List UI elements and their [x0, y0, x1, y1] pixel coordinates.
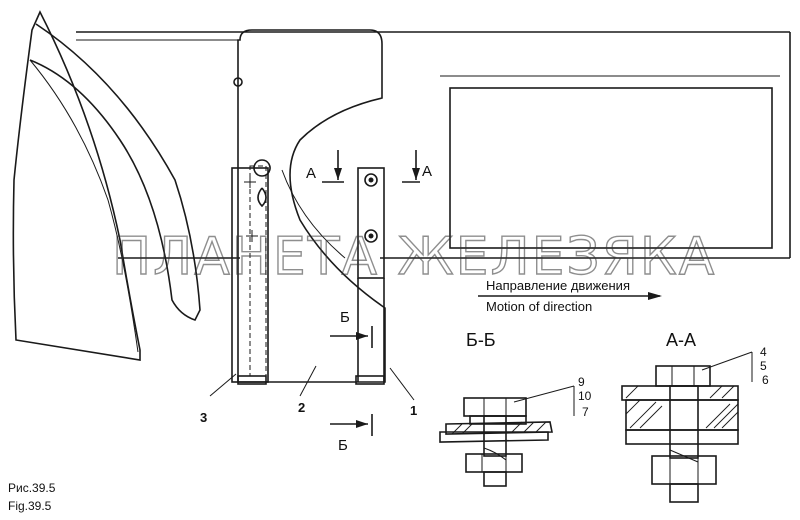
- bb-leader: [513, 385, 575, 403]
- bb-bolt-head: [463, 397, 527, 417]
- aa-nut: [651, 455, 717, 485]
- leader-3: [209, 373, 237, 397]
- foot-right: [355, 375, 385, 385]
- bolt-top: [364, 173, 378, 187]
- leader-2: [299, 365, 317, 397]
- bb-bolt-end: [483, 471, 507, 487]
- caption-ru: Рис.39.5: [8, 481, 56, 495]
- frame-window: [449, 87, 773, 249]
- callout-9: 9: [578, 375, 585, 389]
- direction-label-ru: Направление движения: [486, 278, 630, 293]
- watermark-text: ПЛАНЕТА ЖЕЛЕЗЯКА: [112, 227, 716, 287]
- section-b-top-head: [356, 332, 368, 340]
- callout-4: 4: [760, 345, 767, 359]
- aa-shank: [669, 385, 699, 459]
- section-b-bottom-label: Б: [338, 437, 348, 454]
- bolt-top-core: [368, 177, 374, 183]
- bracket-hole-left: [233, 77, 243, 87]
- section-a-right-head: [412, 168, 420, 180]
- caption-en: Fig.39.5: [8, 499, 52, 513]
- keyhole-slot: [253, 159, 271, 208]
- section-a-left-label: А: [306, 165, 316, 182]
- strip-right: [357, 167, 385, 279]
- bolt-mid-core: [368, 233, 374, 239]
- direction-label-en: Motion of direction: [486, 299, 592, 314]
- section-b-bottom-head: [356, 420, 368, 428]
- aa-bolt-head: [655, 365, 711, 387]
- bb-plate-upper: [445, 421, 553, 435]
- foot-left: [237, 375, 267, 385]
- fender-outline: [12, 10, 141, 361]
- section-a-left-head: [334, 168, 342, 180]
- fender-inner-curve: [29, 23, 201, 321]
- bb-thread-line: [483, 447, 507, 461]
- callout-3: 3: [200, 410, 207, 425]
- callout-7: 7: [582, 405, 589, 419]
- section-bb-title: Б-Б: [466, 330, 496, 350]
- fender-inner-line: [29, 59, 139, 353]
- leader-1: [389, 367, 415, 401]
- main-view: [12, 10, 791, 436]
- aa-bolt-end: [669, 483, 699, 503]
- bolt-mid: [364, 229, 378, 243]
- callout-5: 5: [760, 359, 767, 373]
- callout-1: 1: [410, 403, 417, 418]
- aa-plate-bottom: [625, 429, 739, 445]
- aa-hatching: [625, 385, 739, 429]
- section-bb-view: [439, 385, 575, 487]
- direction-arrow-head: [648, 292, 662, 300]
- section-aa-view: [621, 351, 753, 503]
- callout-6: 6: [762, 373, 769, 387]
- aa-leader: [701, 351, 753, 371]
- bracket-cutout: [281, 169, 346, 259]
- callout-10: 10: [578, 389, 592, 403]
- section-aa-title: А-А: [666, 330, 696, 350]
- callout-2: 2: [298, 400, 305, 415]
- aa-plate-top: [621, 385, 739, 401]
- bracket-panel: [237, 29, 386, 383]
- bb-shank: [483, 415, 507, 457]
- section-b-top-label: Б: [340, 309, 350, 326]
- section-a-right-label: А: [422, 163, 432, 180]
